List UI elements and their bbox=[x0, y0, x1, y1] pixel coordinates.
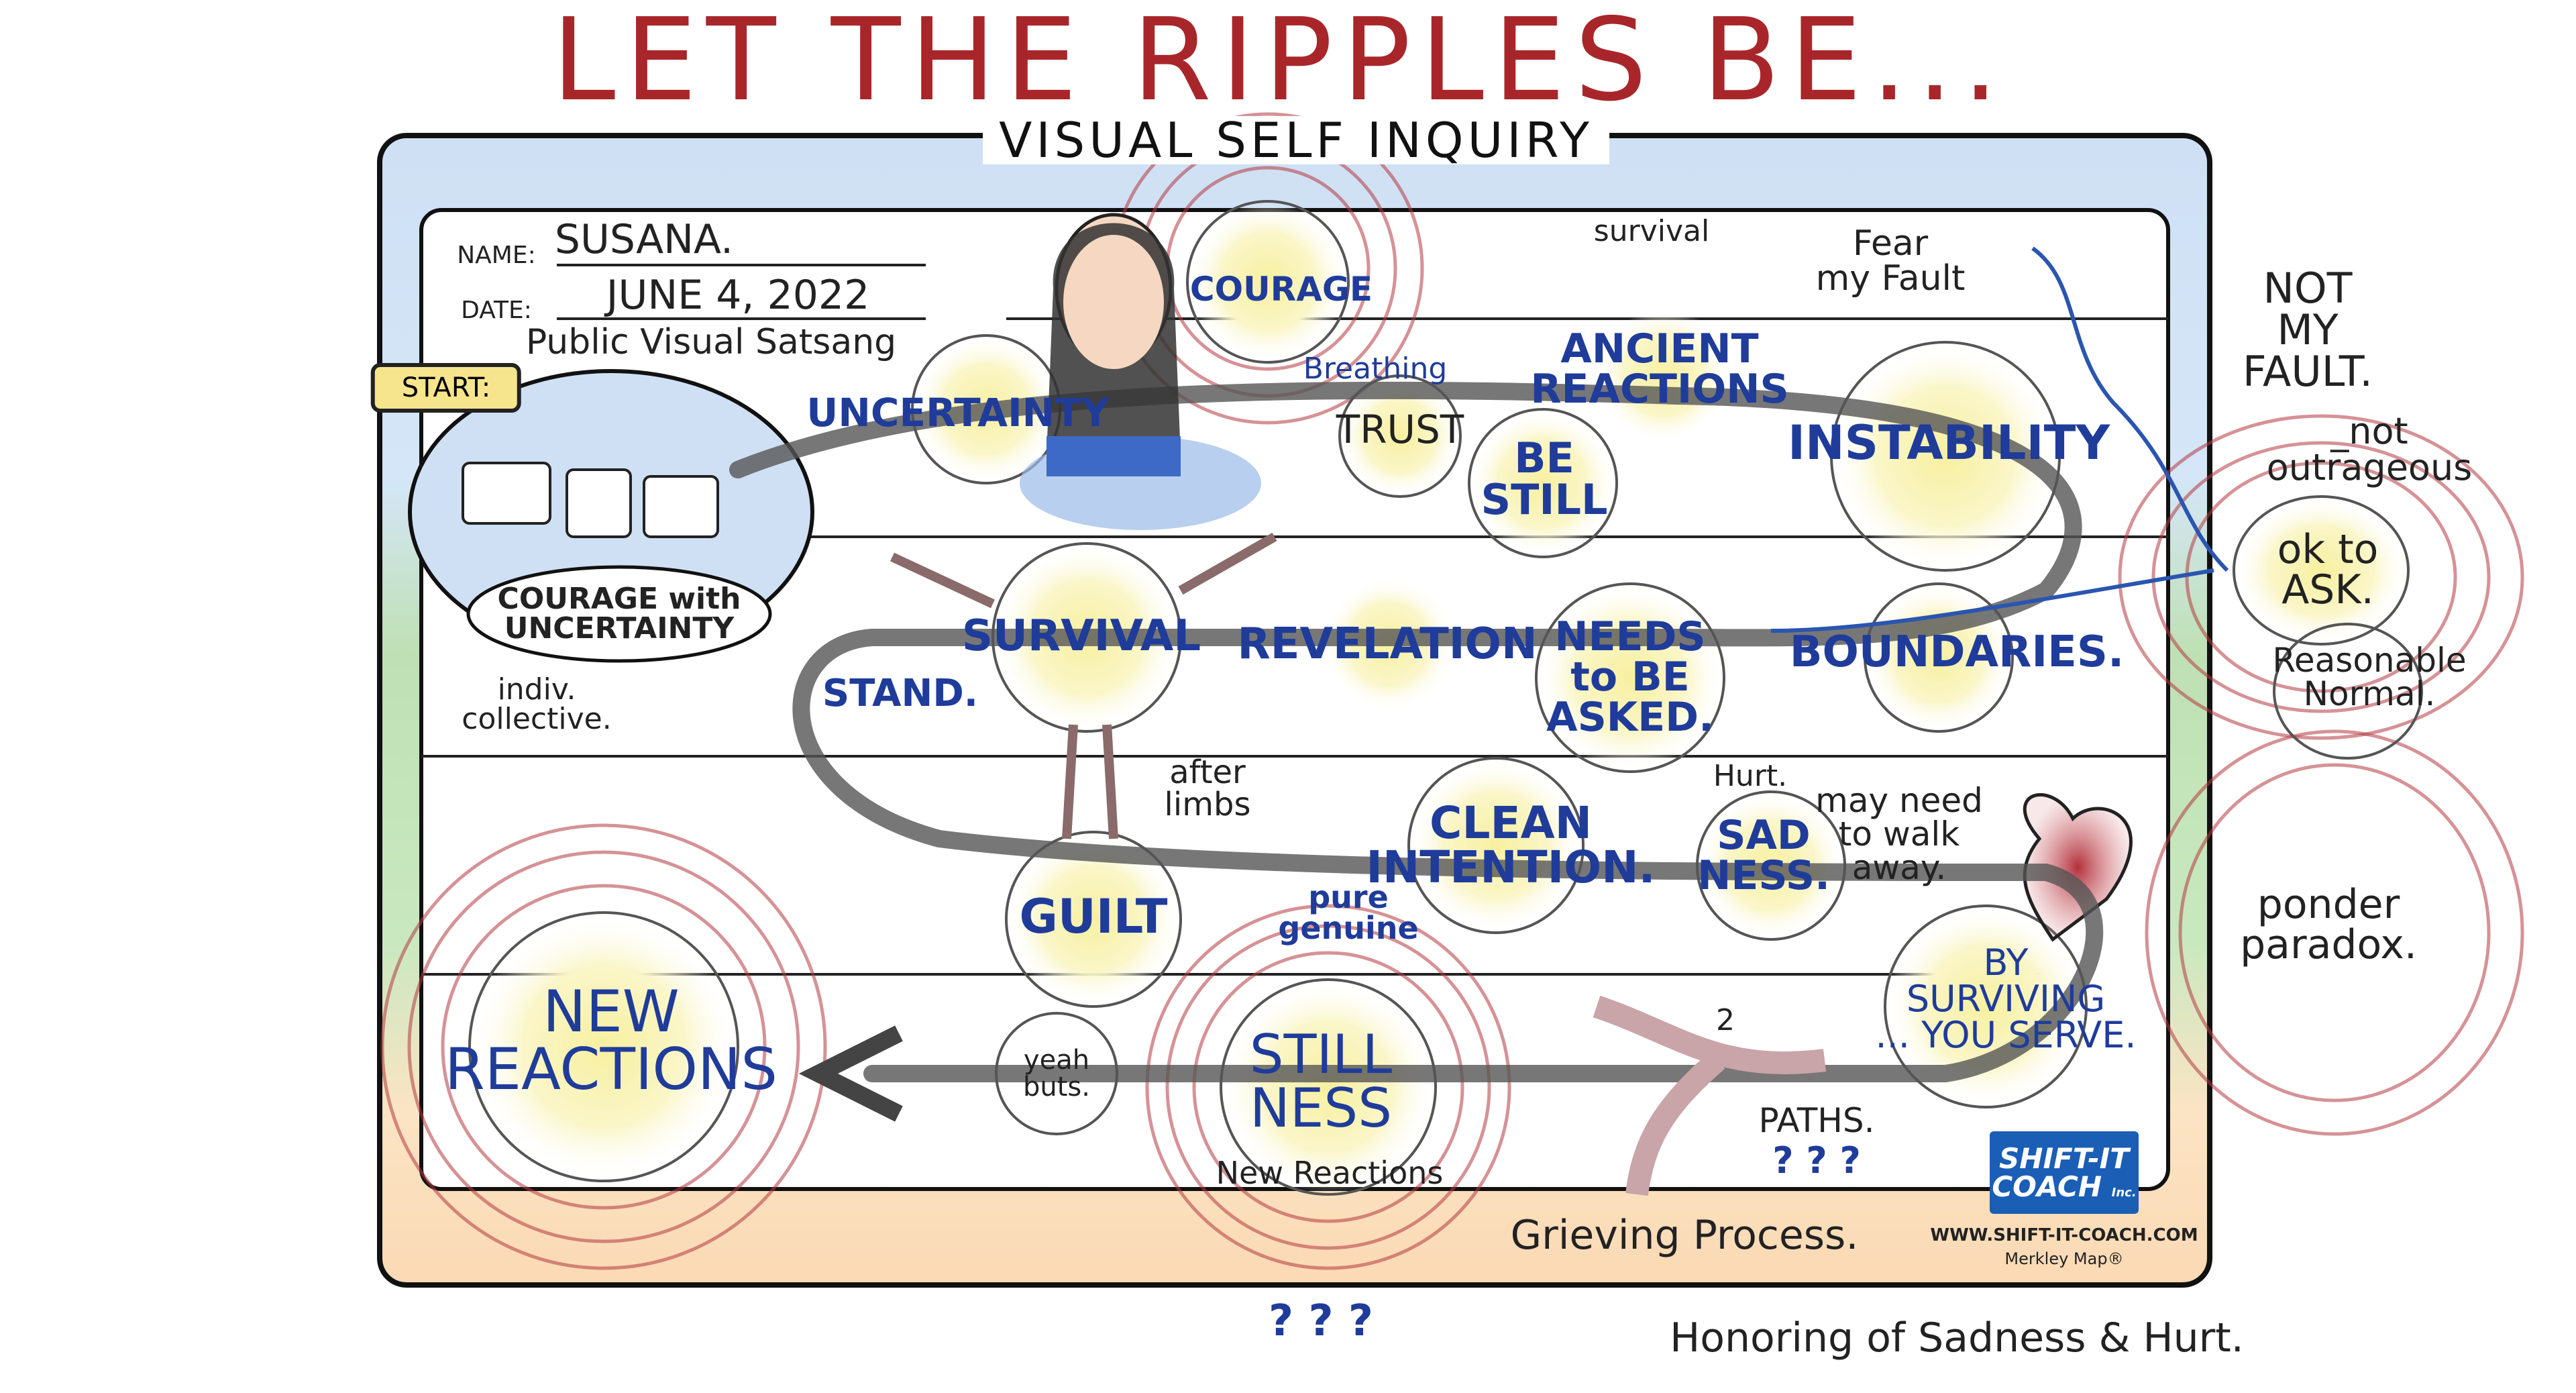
indiv-collective-note: indiv. collective. bbox=[462, 672, 612, 736]
note-grieving-process: Grieving Process. bbox=[1510, 1212, 1859, 1259]
note-fear-my-fault: Fear my Fault bbox=[1815, 223, 1966, 299]
node-by-surviving: BY SURVIVING ... YOU SERVE. bbox=[1875, 941, 2137, 1056]
grieving-question-marks: ? ? ? bbox=[1269, 1296, 1373, 1346]
date-value[interactable]: JUNE 4, 2022 bbox=[606, 272, 870, 319]
page-subtitle: VISUAL SELF INQUIRY bbox=[983, 116, 1609, 164]
node-be-still: BE STILL bbox=[1481, 433, 1608, 524]
note-honoring: Honoring of Sadness & Hurt. bbox=[1670, 1314, 2244, 1361]
node-boundaries: BOUNDARIES. bbox=[1789, 627, 2125, 677]
note-new-reactions: New Reactions bbox=[1216, 1155, 1444, 1191]
node-needs-to-be-asked: NEEDS to BE ASKED. bbox=[1546, 613, 1714, 741]
note-not-outrageous: _not outrageous bbox=[2266, 410, 2473, 488]
date-label: DATE: bbox=[461, 297, 532, 324]
paths-question-marks: ? ? ? bbox=[1772, 1139, 1861, 1182]
node-uncertainty: UNCERTAINTY bbox=[806, 390, 1110, 435]
node-clean-intention: CLEAN INTENTION. bbox=[1366, 797, 1656, 893]
node-revelation: REVELATION bbox=[1237, 619, 1538, 669]
note-yeah-buts: yeah buts. bbox=[1023, 1045, 1090, 1102]
note-after-limbs: after limbs bbox=[1164, 754, 1251, 823]
shift-it-coach-logo: SHIFT-IT COACH Inc. bbox=[1990, 1131, 2139, 1214]
speech-bubbles-icon bbox=[462, 462, 719, 538]
node-courage: COURAGE bbox=[1189, 270, 1373, 309]
logo-coach: COACH bbox=[1992, 1170, 2102, 1203]
note-ponder-paradox: ponder paradox. bbox=[2240, 881, 2417, 968]
note-paths: PATHS. bbox=[1758, 1101, 1875, 1140]
note-not-my-fault: NOT MY FAULT. bbox=[2243, 264, 2373, 396]
node-trust: TRUST bbox=[1336, 407, 1464, 452]
logo-line2: COACH Inc. bbox=[1992, 1170, 2137, 1203]
note-breathing: Breathing bbox=[1303, 352, 1448, 386]
logo-line1: SHIFT-IT bbox=[1999, 1141, 2129, 1175]
arrow-head bbox=[798, 1025, 903, 1122]
blue-arrow bbox=[1770, 246, 2229, 633]
note-reasonable-normal: Reasonable Normal. bbox=[2272, 641, 2467, 713]
node-new-reactions: NEW REACTIONS bbox=[445, 978, 777, 1103]
brand-url[interactable]: WWW.SHIFT-IT-COACH.COM bbox=[1930, 1225, 2198, 1245]
note-survival: survival bbox=[1593, 214, 1710, 248]
tree-trunk bbox=[890, 532, 1277, 839]
node-stillness: STILL NESS bbox=[1249, 1023, 1393, 1139]
note-pure-genuine: pure genuine bbox=[1278, 879, 1419, 946]
start-label: START: bbox=[370, 363, 522, 413]
page-title: LET THE RIPPLES BE... bbox=[551, 0, 2008, 127]
note-may-need-to-walk-away: may need to walk away. bbox=[1815, 781, 1983, 887]
person-illustration bbox=[1020, 213, 1261, 530]
note-ok-to-ask: ok to ASK. bbox=[2277, 526, 2379, 613]
node-survival: SURVIVAL bbox=[961, 611, 1201, 661]
event-name: Public Visual Satsang bbox=[525, 322, 897, 362]
start-bubble-text: COURAGE with UNCERTAINTY bbox=[497, 582, 741, 646]
node-guilt: GUILT bbox=[1019, 889, 1168, 944]
flow-path bbox=[729, 381, 2104, 1082]
heart-icon bbox=[2023, 793, 2133, 942]
fork-arrow bbox=[1593, 995, 1827, 1196]
brand-map: Merkley Map® bbox=[2004, 1249, 2124, 1268]
node-ancient-reactions: ANCIENT REACTIONS bbox=[1530, 325, 1789, 413]
node-stand: STAND. bbox=[822, 672, 979, 715]
note-hurt: Hurt. bbox=[1713, 759, 1788, 793]
logo-inc: Inc. bbox=[2111, 1185, 2137, 1200]
name-value[interactable]: SUSANA. bbox=[554, 216, 734, 263]
note-two: 2 bbox=[1716, 1003, 1735, 1037]
name-label: NAME: bbox=[457, 242, 536, 269]
node-instability: INSTABILITY bbox=[1787, 415, 2110, 470]
node-sadness: SAD NESS. bbox=[1697, 812, 1830, 899]
